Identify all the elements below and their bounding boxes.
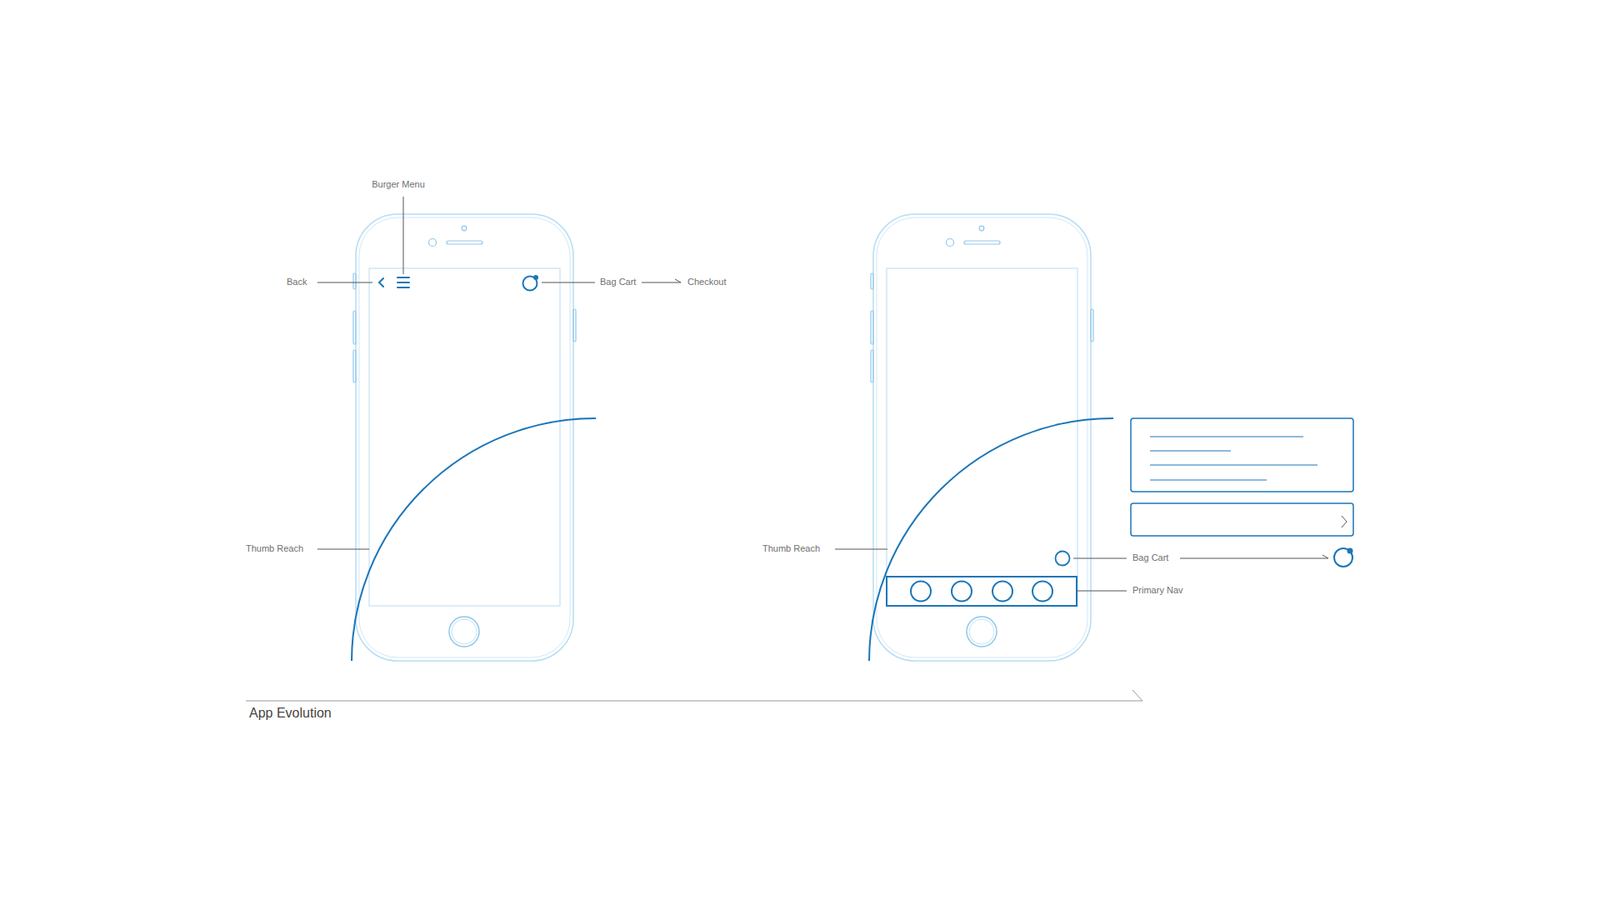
thumb-reach-arc <box>869 418 1114 661</box>
leader-lines-1 <box>317 196 681 550</box>
part-label: Thumb Reach <box>245 543 304 555</box>
part-label: Bag Cart <box>1132 552 1169 564</box>
cart-badge <box>533 275 539 280</box>
burger-icon <box>397 277 410 288</box>
part-label: Bag Cart <box>600 276 636 288</box>
part-label: Burger Menu <box>371 179 425 190</box>
timeline-axis <box>245 690 1143 701</box>
part-label: Thumb Reach <box>762 543 820 555</box>
leader-lines-2 <box>835 549 1329 591</box>
phone-1-icons <box>379 275 539 291</box>
back-chevron <box>379 278 384 287</box>
part-label: Checkout <box>687 276 726 288</box>
axis-caption: App Evolution <box>249 705 332 721</box>
thumb-reach-arc <box>351 418 596 661</box>
checkout-cards <box>1130 418 1354 536</box>
part-label: Back <box>286 276 307 288</box>
part-label: Primary Nav <box>1132 585 1184 596</box>
phone-2-cart <box>1055 548 1354 568</box>
phone-outline <box>870 214 1094 661</box>
primary-nav <box>886 576 1077 606</box>
phone-outline <box>353 214 576 661</box>
